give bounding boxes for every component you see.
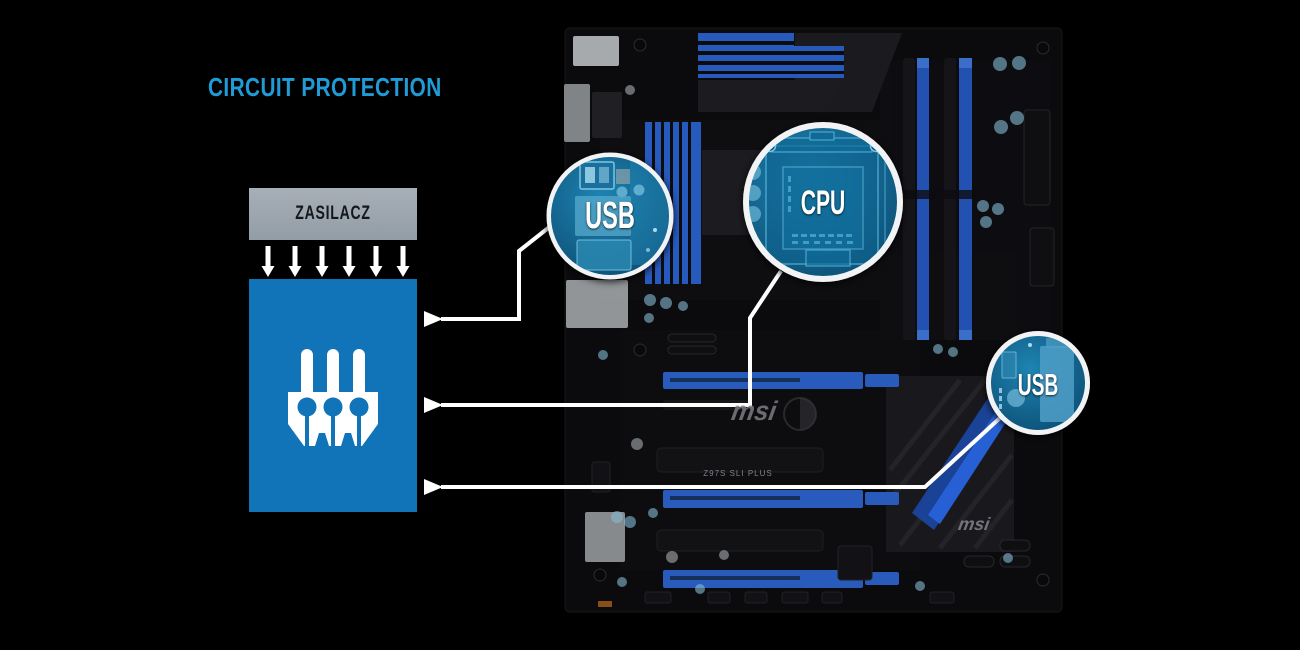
callout-circle-usb-bottom — [986, 331, 1090, 435]
pcie-slots — [656, 372, 899, 588]
callout-line-usb-bottom — [441, 415, 1003, 489]
flow-arrows — [261, 246, 410, 277]
arrowhead-1 — [424, 311, 443, 327]
msi-logo-center: msi — [729, 396, 779, 426]
page-title: CIRCUIT PROTECTION — [208, 72, 442, 102]
power-source-box: ZASILACZ — [249, 188, 417, 240]
misc-caps-gray — [625, 85, 729, 563]
power-source-label: ZASILACZ — [295, 203, 371, 224]
cmos-battery — [783, 397, 817, 431]
bottom-headers — [591, 461, 955, 604]
callout-label-usb-top: USB — [585, 195, 635, 237]
fuse-circuit-icon — [288, 349, 378, 446]
top-heatsink — [698, 33, 902, 112]
msi-logo-chipset: msi — [956, 514, 992, 534]
callout-line-cpu — [441, 269, 783, 407]
arrowhead-3 — [424, 479, 443, 495]
ram-slots — [900, 58, 975, 340]
callout-line-usb-top — [441, 223, 554, 321]
arrowhead-2 — [424, 397, 443, 413]
usb-header-orange — [598, 601, 612, 607]
callout-label-usb-bottom: USB — [1017, 367, 1059, 402]
callout-label-cpu: CPU — [800, 184, 846, 222]
atx-connectors — [1023, 109, 1055, 287]
sata-ports — [667, 333, 1031, 568]
callout-line-arrowheads — [424, 311, 443, 495]
callout-circle-cpu — [743, 122, 903, 282]
callout-lines — [441, 223, 1003, 489]
board-model-label: Z97S SLI PLUS — [703, 469, 773, 478]
protection-box — [249, 279, 417, 512]
usb-zoom-detail — [999, 338, 1074, 430]
cpu-zoom-detail — [749, 131, 886, 269]
capacitor-dots — [598, 56, 1026, 594]
io-ports — [564, 36, 628, 562]
mounting-holes — [593, 38, 1050, 587]
usb-label-plate — [575, 196, 631, 236]
